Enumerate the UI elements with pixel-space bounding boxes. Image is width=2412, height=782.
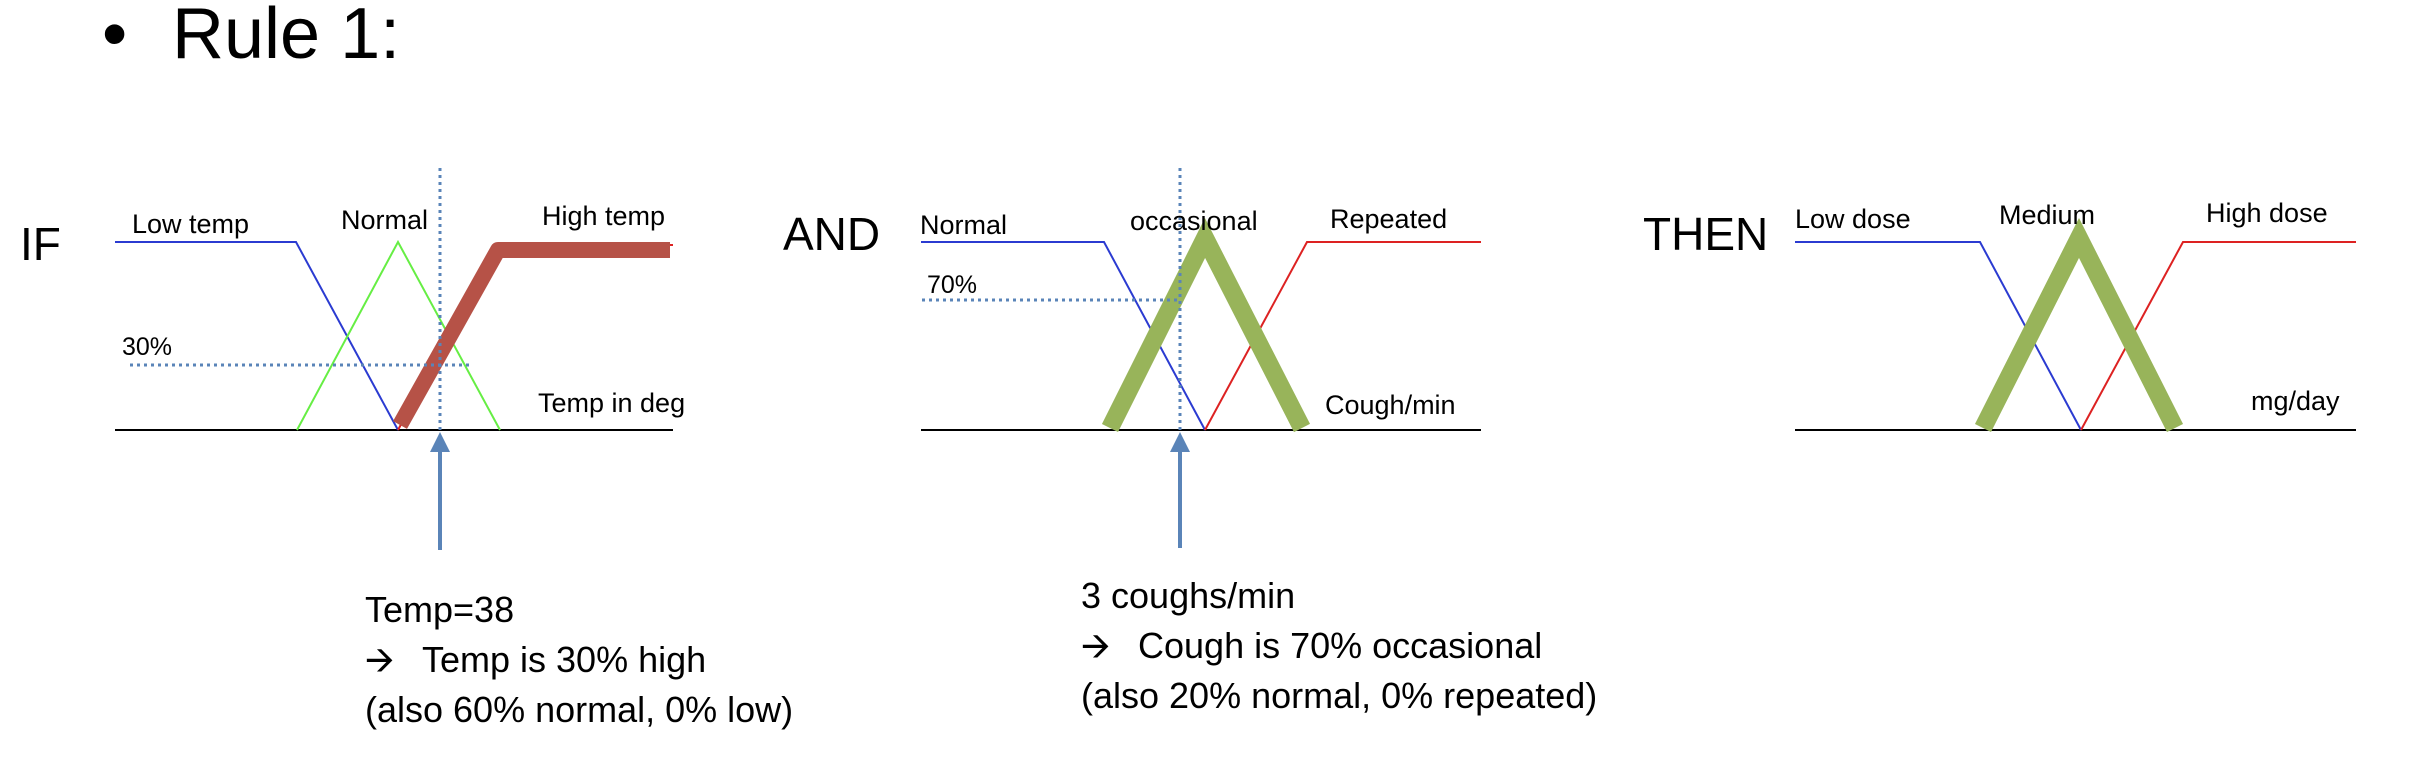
cough-chart: Normal occasional Repeated Cough/min 70%… bbox=[920, 168, 1597, 716]
cough-conclusion-arrow: 🡪 bbox=[1081, 625, 1110, 666]
temp-set-normal-label: Normal bbox=[341, 205, 428, 235]
if-keyword: IF bbox=[20, 218, 61, 270]
temp-axis-label: Temp in deg bbox=[538, 388, 685, 418]
dose-set-low-label: Low dose bbox=[1795, 204, 1911, 234]
temp-normal-curve bbox=[296, 239, 501, 431]
dose-set-medium-label: Medium bbox=[1999, 200, 2095, 230]
dose-high-curve bbox=[2080, 241, 2356, 431]
cough-membership-label: 70% bbox=[927, 271, 977, 299]
dose-medium-activated bbox=[1974, 218, 2184, 433]
cough-conclusion-detail: (also 20% normal, 0% repeated) bbox=[1081, 675, 1597, 716]
temp-conclusion: Temp is 30% high bbox=[422, 639, 706, 680]
dose-axis-label: mg/day bbox=[2251, 386, 2340, 416]
temp-high-activated bbox=[393, 242, 670, 429]
cough-axis-label: Cough/min bbox=[1325, 390, 1456, 420]
cough-set-normal-label: Normal bbox=[920, 210, 1007, 240]
temp-conclusion-arrow: 🡪 bbox=[365, 639, 394, 680]
cough-set-occasional-label: occasional bbox=[1130, 206, 1258, 236]
temp-low-curve bbox=[115, 241, 399, 431]
cough-repeated-curve bbox=[1204, 241, 1481, 431]
temp-set-high-label: High temp bbox=[542, 201, 665, 231]
dose-low-curve bbox=[1795, 241, 2082, 431]
temp-chart: Low temp Normal High temp Temp in deg 30… bbox=[115, 168, 793, 730]
dose-chart: Low dose Medium High dose mg/day bbox=[1795, 198, 2356, 433]
temp-conclusion-detail: (also 60% normal, 0% low) bbox=[365, 689, 793, 730]
temp-input-arrow-head bbox=[430, 432, 450, 452]
cough-conclusion: Cough is 70% occasional bbox=[1138, 625, 1542, 666]
then-keyword: THEN bbox=[1643, 208, 1768, 260]
cough-input-arrow-head bbox=[1170, 432, 1190, 452]
bullet: • bbox=[102, 0, 127, 74]
temp-set-low-label: Low temp bbox=[132, 209, 249, 239]
cough-occasional-activated bbox=[1101, 218, 1311, 433]
and-keyword: AND bbox=[783, 208, 880, 260]
dose-set-high-label: High dose bbox=[2206, 198, 2328, 228]
slide-title: Rule 1: bbox=[172, 0, 400, 74]
temp-input-value: Temp=38 bbox=[365, 589, 514, 630]
cough-set-repeated-label: Repeated bbox=[1330, 204, 1447, 234]
cough-normal-curve bbox=[921, 241, 1206, 431]
cough-input-value: 3 coughs/min bbox=[1081, 575, 1295, 616]
temp-membership-label: 30% bbox=[122, 333, 172, 361]
